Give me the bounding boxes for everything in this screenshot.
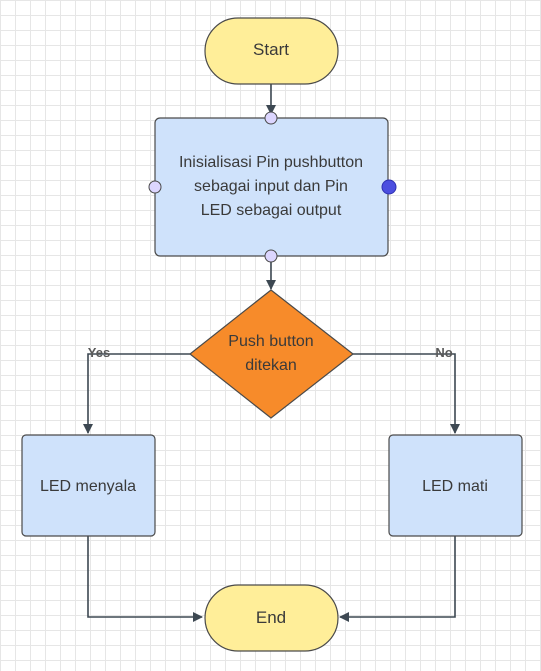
connection-handle-left[interactable]	[148, 180, 162, 194]
decision-line-1: Push button	[228, 333, 313, 350]
connector-decision-to-led-off[interactable]	[353, 353, 460, 434]
led-on-label: LED menyala	[40, 478, 136, 495]
led-off-process-shape[interactable]	[388, 434, 523, 537]
led-off-label: LED mati	[422, 478, 488, 495]
init-process[interactable]: Inisialisasi Pin pushbutton sebagai inpu…	[148, 111, 397, 263]
connection-handle-right[interactable]	[381, 179, 397, 195]
connector-decision-to-led-on[interactable]	[83, 353, 190, 434]
start-terminal-shape[interactable]	[204, 17, 339, 85]
connectors	[83, 84, 460, 622]
start-terminal-label: Start	[253, 40, 289, 59]
start-terminal[interactable]: Start	[204, 17, 339, 85]
edge-label-yes: Yes	[88, 345, 110, 360]
edge-label-no: No	[435, 345, 452, 360]
led-on-process[interactable]: LED menyala	[21, 434, 156, 537]
led-off-process[interactable]: LED mati	[388, 434, 523, 537]
decision-diamond-shape[interactable]	[189, 289, 354, 419]
connection-handle-bottom[interactable]	[264, 249, 278, 263]
end-terminal-shape[interactable]	[204, 584, 339, 652]
end-terminal[interactable]: End	[204, 584, 339, 652]
connection-handle-top[interactable]	[264, 111, 278, 125]
init-process-line-1: Inisialisasi Pin pushbutton	[179, 154, 363, 171]
decision-line-2: ditekan	[245, 357, 297, 374]
end-terminal-label: End	[256, 608, 286, 627]
init-process-line-3: LED sebagai output	[201, 202, 342, 219]
led-on-process-shape[interactable]	[21, 434, 156, 537]
init-process-line-2: sebagai input dan Pin	[194, 178, 348, 195]
decision-diamond[interactable]: Push button ditekan	[189, 289, 354, 419]
connector-led-off-to-end[interactable]	[339, 536, 456, 622]
connector-led-on-to-end[interactable]	[87, 536, 203, 622]
